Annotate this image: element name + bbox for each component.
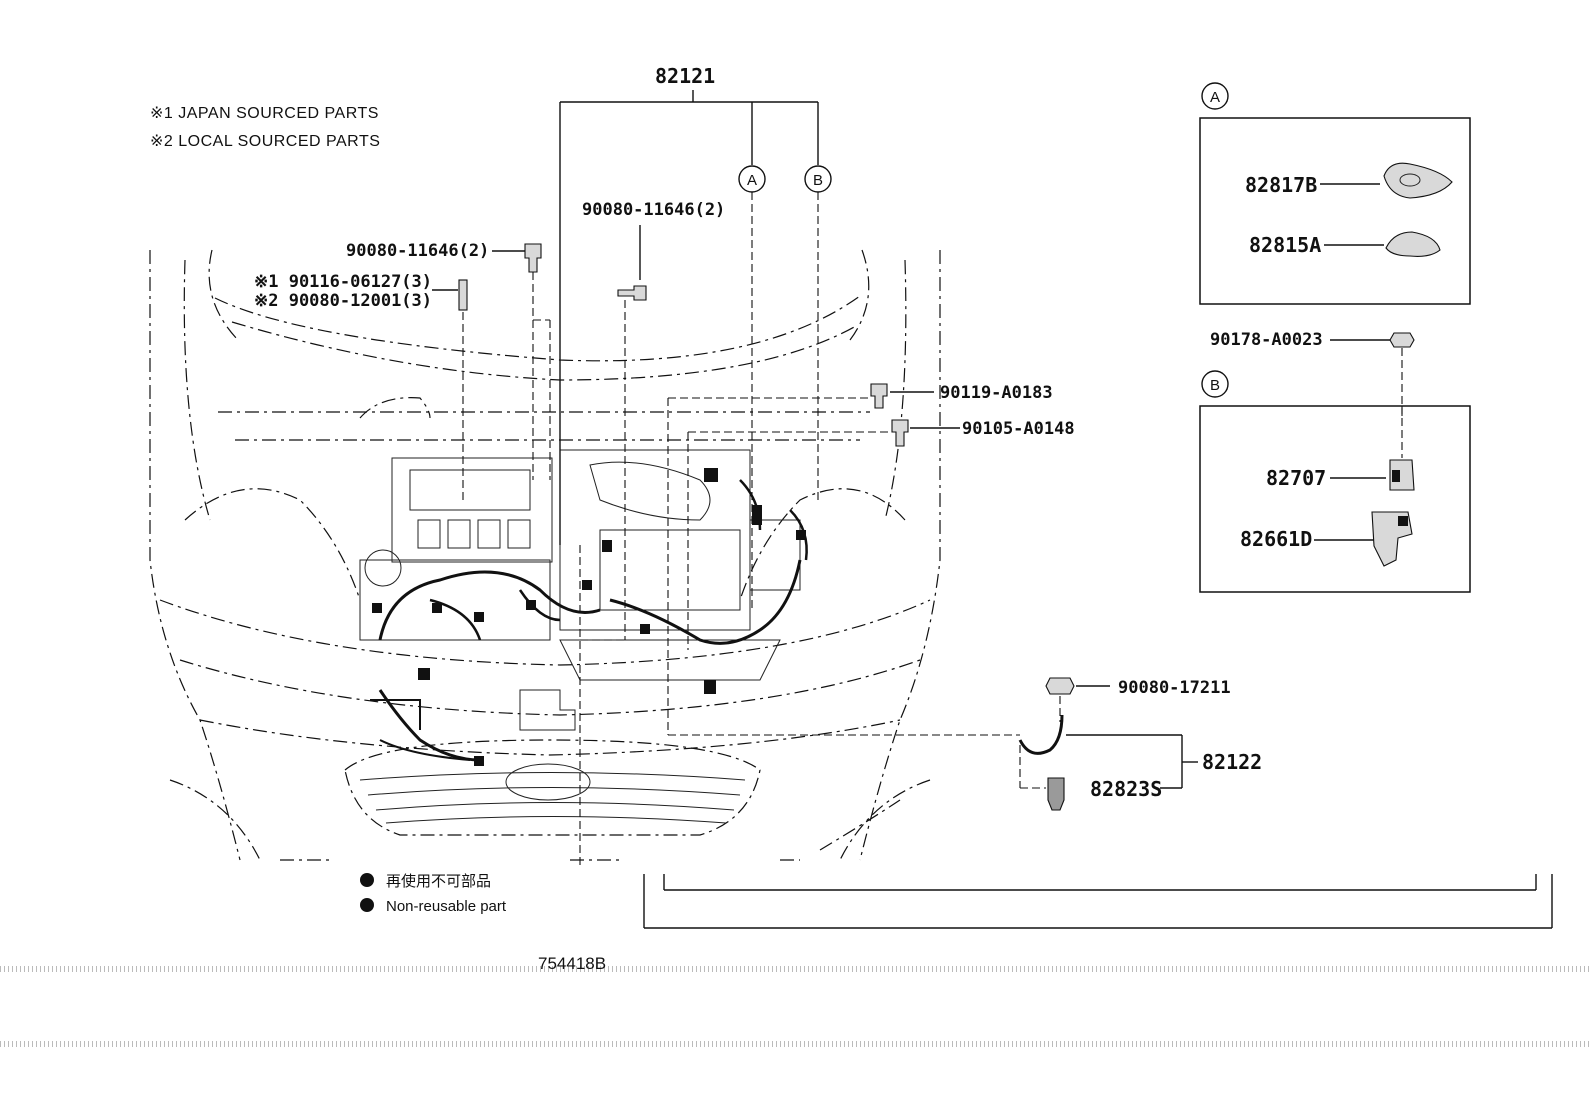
inset-a-marker [1201, 82, 1229, 110]
callout-82121: 82121 A B [559, 64, 832, 610]
svg-text:Non-reusable part: Non-reusable part [386, 898, 507, 915]
connector-icon [1047, 777, 1065, 811]
svg-text:82707: 82707 [1266, 466, 1326, 490]
inset-a-box [1199, 117, 1471, 305]
svg-text:82823S: 82823S [1090, 777, 1162, 801]
bolt-icon [870, 383, 888, 409]
inset-b-box [1199, 405, 1471, 593]
inset-b-marker [1201, 370, 1229, 398]
svg-text:82661D: 82661D [1240, 527, 1312, 551]
inset-a: A 82817B 82815A [1199, 82, 1471, 305]
svg-text:90080-11646(2): 90080-11646(2) [346, 241, 489, 261]
callout-bolt-right-2: 90105-A0148 [687, 419, 1075, 650]
bolt-icon [891, 419, 909, 447]
callout-bolt-top-center: 90080-11646(2) [580, 200, 725, 641]
clamp-icon [1385, 231, 1441, 257]
protector-icon [1383, 162, 1453, 199]
vehicle-outline [149, 249, 941, 861]
inset-b: 90178-A0023 B 82707 82661D [1199, 330, 1471, 593]
svg-text:82815A: 82815A [1249, 233, 1321, 257]
non-reusable-marker-icon [360, 873, 374, 887]
svg-text:82122: 82122 [1202, 750, 1262, 774]
bolt-icon [524, 243, 542, 273]
callout-bolt-right-1: 90119-A0183 [667, 383, 1053, 735]
figure-id: 754418B [538, 954, 606, 973]
svg-text:82121: 82121 [655, 64, 715, 88]
bottom-bracket [579, 545, 1553, 929]
svg-text:※2 90080-12001(3): ※2 90080-12001(3) [254, 291, 432, 311]
note-japan-sourced: ※1 JAPAN SOURCED PARTS [150, 105, 379, 122]
legend: 再使用不可部品 Non-reusable part [360, 873, 507, 915]
non-reusable-marker-icon [360, 898, 374, 912]
bolt-icon [1389, 332, 1415, 348]
battery-fuse-box [391, 457, 553, 563]
svg-text:B: B [813, 172, 823, 189]
callout-studs: ※1 90116-06127(3) ※2 90080-12001(3) [254, 272, 468, 500]
svg-text:A: A [747, 172, 757, 189]
svg-text:B: B [1210, 377, 1220, 394]
sub-harness-wire [1018, 714, 1064, 755]
svg-text:※1 90116-06127(3): ※1 90116-06127(3) [254, 272, 432, 292]
svg-text:90080-17211: 90080-17211 [1118, 678, 1231, 698]
svg-text:82817B: 82817B [1245, 173, 1317, 197]
note-local-sourced: ※2 LOCAL SOURCED PARTS [150, 133, 380, 150]
bolt-icon [617, 285, 647, 301]
nut-icon [1045, 677, 1075, 695]
svg-text:再使用不可部品: 再使用不可部品 [386, 873, 491, 890]
svg-text:90105-A0148: 90105-A0148 [962, 419, 1075, 439]
stud-icon [458, 279, 468, 311]
callout-bolt-left: 90080-11646(2) [346, 241, 551, 480]
connector-icon [1389, 459, 1415, 491]
callout-sub-harness: 90080-17211 82122 82823S [668, 677, 1262, 811]
svg-text:90080-11646(2): 90080-11646(2) [582, 200, 725, 220]
svg-text:90119-A0183: 90119-A0183 [940, 383, 1053, 403]
svg-text:A: A [1210, 89, 1220, 106]
engine-bay [359, 449, 808, 766]
svg-text:90178-A0023: 90178-A0023 [1210, 330, 1323, 350]
